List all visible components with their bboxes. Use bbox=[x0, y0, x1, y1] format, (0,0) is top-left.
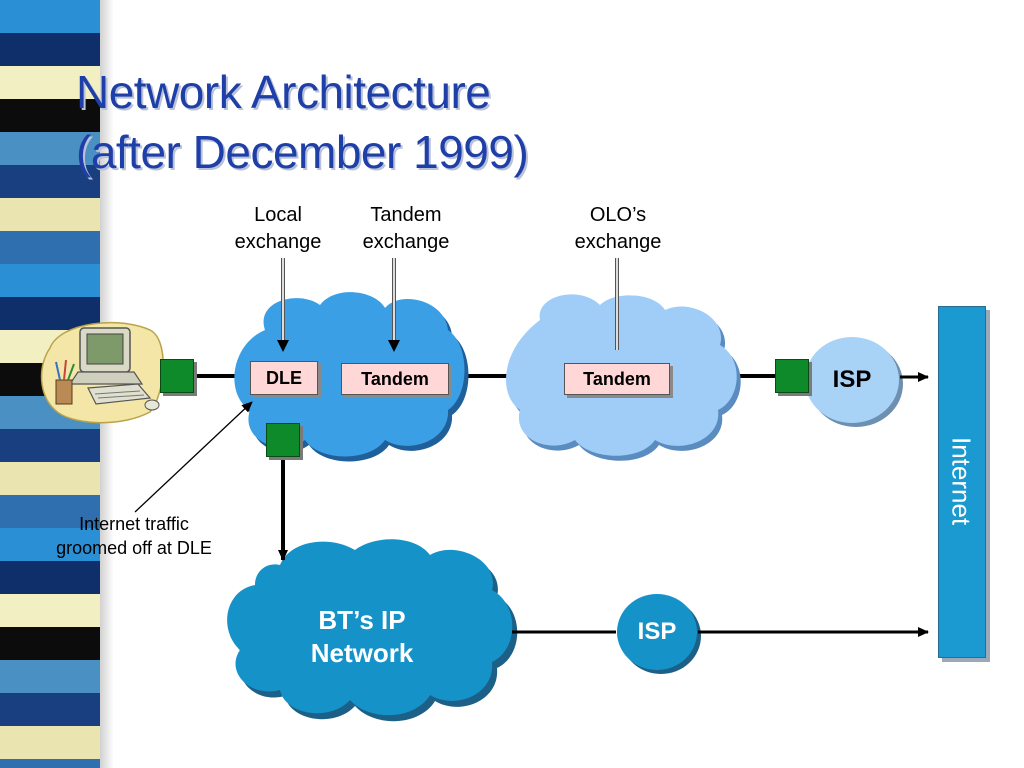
internet-label: Internet bbox=[946, 436, 977, 526]
bt-ip-network-label: BT’s IP Network bbox=[272, 604, 452, 670]
bt-ip-network-cloud bbox=[227, 539, 518, 722]
isp-top-circle bbox=[805, 337, 903, 427]
isp-bottom-circle bbox=[617, 594, 701, 674]
computer-desk-icon bbox=[40, 321, 164, 424]
pointer-internet-traffic bbox=[134, 401, 253, 513]
tandem-exchange-label: Tandem exchange bbox=[346, 202, 466, 256]
node-square-dle bbox=[266, 423, 300, 457]
bt-ip-network-label-line2: Network bbox=[310, 638, 414, 668]
dle-box: DLE bbox=[250, 361, 318, 395]
title-line-1: Network Architecture bbox=[76, 66, 491, 118]
node-square-isp bbox=[775, 359, 809, 393]
internet-traffic-note-line1: Internet traffic bbox=[79, 514, 189, 534]
decorative-stripe-band bbox=[0, 0, 120, 768]
olo-exchange-label: OLO’s exchange bbox=[558, 202, 678, 256]
isp-bottom-label: ISP bbox=[617, 594, 697, 670]
tandem-box-olo-label: Tandem bbox=[583, 368, 651, 389]
node-square-pc bbox=[160, 359, 194, 393]
internet-traffic-note-line2: groomed off at DLE bbox=[56, 538, 212, 558]
tandem-exchange-label-line2: exchange bbox=[362, 231, 450, 253]
pointer-local-exchange bbox=[277, 258, 289, 352]
bt-ip-network-label-line1: BT’s IP bbox=[318, 605, 406, 635]
internet-bar bbox=[938, 306, 986, 658]
tandem-exchange-label-line1: Tandem bbox=[370, 204, 442, 226]
local-exchange-label-line1: Local bbox=[254, 204, 302, 226]
tandem-box-bt: Tandem bbox=[341, 363, 449, 395]
isp-top-label: ISP bbox=[805, 337, 899, 423]
tandem-box-bt-label: Tandem bbox=[361, 368, 429, 389]
olo-exchange-label-line1: OLO’s bbox=[589, 204, 647, 226]
isp-bottom-text: ISP bbox=[637, 618, 677, 645]
dle-box-label: DLE bbox=[266, 367, 302, 388]
olo-exchange-label-line2: exchange bbox=[574, 231, 662, 253]
pointer-tandem-exchange bbox=[388, 258, 400, 352]
internet-traffic-note: Internet traffic groomed off at DLE bbox=[20, 512, 248, 560]
local-exchange-label: Local exchange bbox=[218, 202, 338, 256]
local-exchange-label-line2: exchange bbox=[234, 231, 322, 253]
tandem-box-olo: Tandem bbox=[564, 363, 670, 395]
title-line-2: (after December 1999) bbox=[76, 126, 529, 178]
isp-top-text: ISP bbox=[832, 366, 872, 393]
page-title: Network Architecture (after December 199… bbox=[76, 62, 529, 182]
